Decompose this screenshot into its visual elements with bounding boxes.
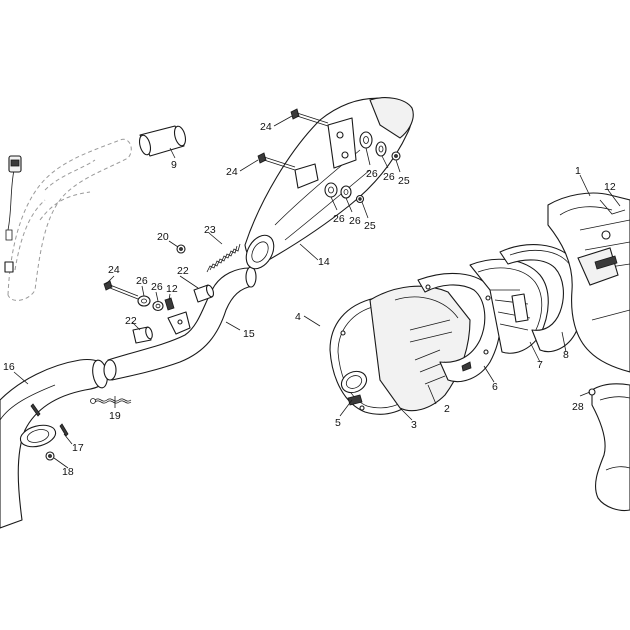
callout-2: 2 <box>444 403 450 415</box>
callout-3: 3 <box>411 419 417 431</box>
callout-22-lower: 22 <box>125 315 137 327</box>
callout-16: 16 <box>3 361 15 373</box>
callout-26-e: 26 <box>136 275 148 287</box>
callout-24-left: 24 <box>108 264 120 276</box>
callout-18: 18 <box>62 466 74 478</box>
callout-19: 19 <box>109 410 121 422</box>
callout-12-right: 12 <box>604 181 616 193</box>
callout-1: 1 <box>575 165 581 177</box>
engine-block-1 <box>547 192 630 373</box>
oxygen-sensor <box>4 155 22 273</box>
callout-4: 4 <box>295 311 301 323</box>
callout-25-upper: 25 <box>398 175 410 187</box>
callout-24-mid: 24 <box>226 166 238 178</box>
callout-12-left: 12 <box>166 283 178 295</box>
callout-22-upper: 22 <box>177 265 189 277</box>
callout-24-top: 24 <box>260 121 272 133</box>
spring-19 <box>90 398 132 404</box>
callout-23: 23 <box>204 224 216 236</box>
callout-28: 28 <box>572 401 584 413</box>
callout-14: 14 <box>318 256 330 268</box>
muffler-hardware <box>257 108 401 204</box>
rear-mount <box>588 383 630 512</box>
callout-9: 9 <box>171 159 177 171</box>
callout-25-lower: 25 <box>364 220 376 232</box>
callout-6: 6 <box>492 381 498 393</box>
callout-26-f: 26 <box>151 281 163 293</box>
callout-26-a: 26 <box>366 168 378 180</box>
front-pipe-16 <box>0 358 109 529</box>
chamber-2 <box>369 285 471 412</box>
callout-26-c: 26 <box>333 213 345 225</box>
leader-lines <box>13 115 621 469</box>
sleeve-9 <box>138 125 187 157</box>
callout-15: 15 <box>243 328 255 340</box>
flange-assembly <box>19 403 69 461</box>
callout-7: 7 <box>537 359 543 371</box>
spring-23 <box>206 243 241 273</box>
callout-17: 17 <box>72 442 84 454</box>
callout-8: 8 <box>563 349 569 361</box>
mid-pipe-15 <box>103 266 257 381</box>
callout-26-d: 26 <box>349 215 361 227</box>
small-hardware-left <box>103 244 215 344</box>
phantom-exhaust-pipe <box>7 138 132 301</box>
callout-26-b: 26 <box>383 171 395 183</box>
callout-labels: 1 2 3 4 5 6 7 8 9 12 12 14 15 16 17 18 1… <box>3 121 616 478</box>
callout-20: 20 <box>157 231 169 243</box>
callout-5: 5 <box>335 417 341 429</box>
